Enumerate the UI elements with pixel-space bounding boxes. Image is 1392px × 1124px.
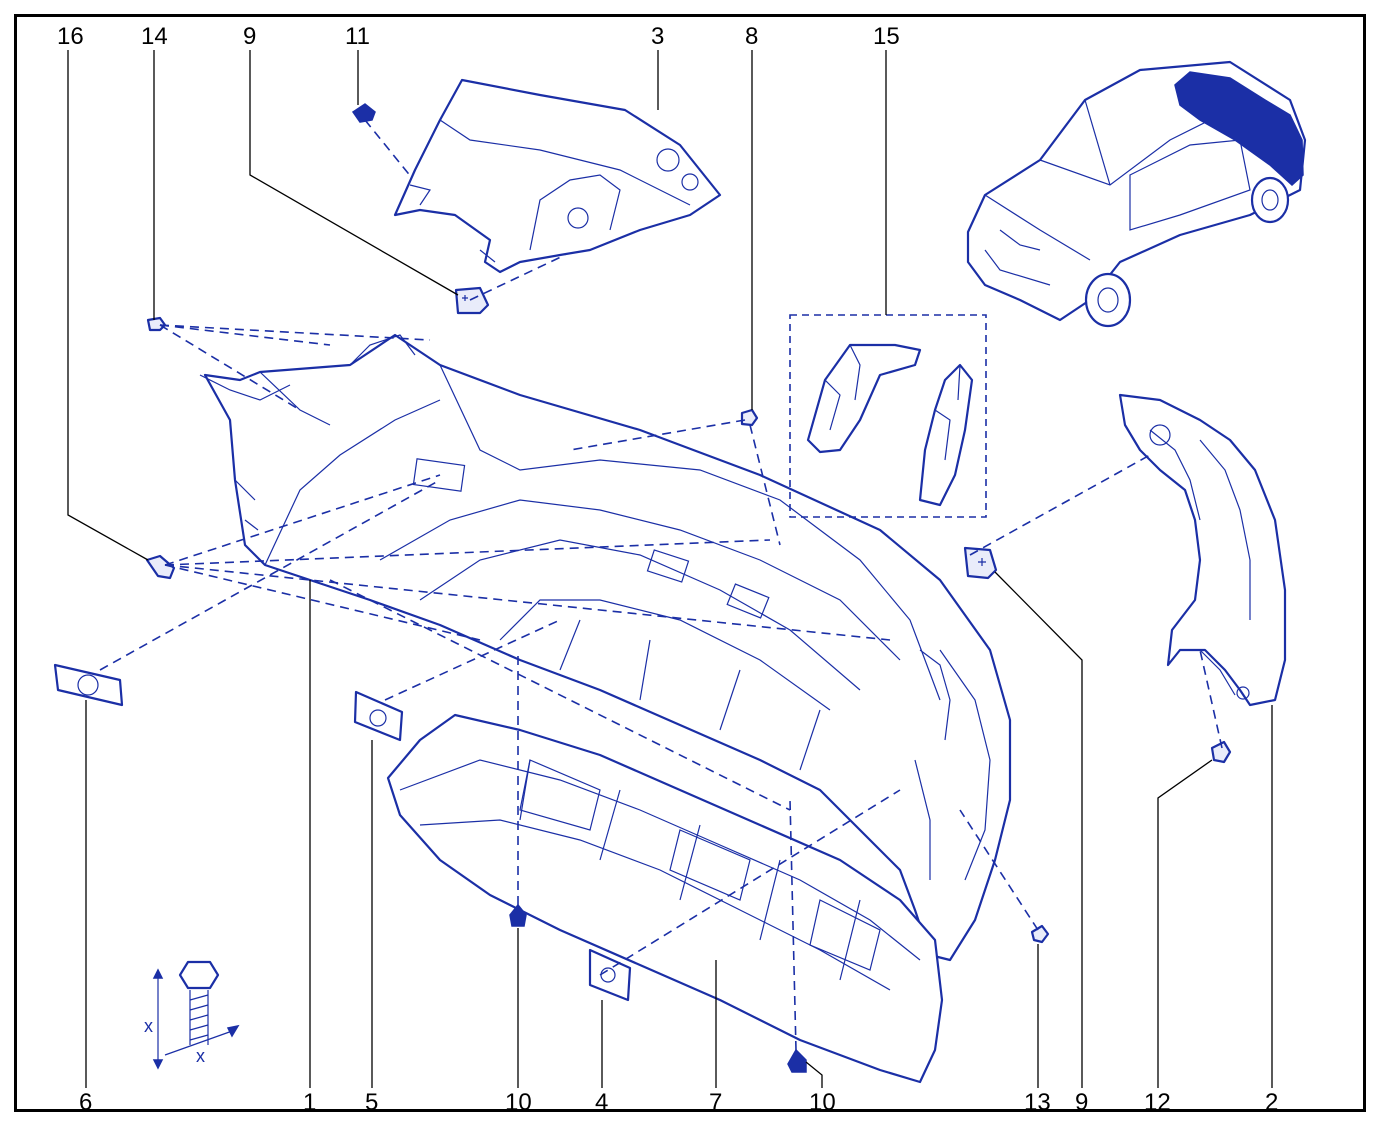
tightening-angle-mark: x <box>196 1046 205 1066</box>
callout-5: 5 <box>365 1089 378 1116</box>
callout-16: 16 <box>57 23 84 50</box>
assembly-lines <box>99 119 1223 1051</box>
fasteners <box>53 103 1232 1073</box>
leader-lines <box>67 50 1273 1088</box>
part-8-nut <box>740 408 759 427</box>
part-16-screw <box>145 554 176 580</box>
callout-8: 8 <box>745 23 758 50</box>
callout-10-right: 10 <box>809 1089 836 1116</box>
part-1-rear-bumper-cover <box>199 333 1012 962</box>
diagram-frame <box>14 14 1366 1112</box>
part-9-nut-top <box>454 286 490 315</box>
part-10-clip-right <box>787 1048 807 1073</box>
vehicle-locator-illustration <box>966 60 1307 328</box>
callout-2: 2 <box>1265 1089 1278 1116</box>
callout-14: 14 <box>141 23 168 50</box>
part-15-mounting-brackets <box>789 314 987 518</box>
part-14-screw <box>146 316 167 332</box>
thread-length-mark: x <box>144 1016 153 1036</box>
callout-9-bottom: 9 <box>1075 1089 1088 1116</box>
highlighted-rear-bumper-area <box>1174 71 1304 187</box>
callout-4: 4 <box>595 1089 608 1116</box>
callout-3: 3 <box>651 23 664 50</box>
part-5-clip-plate <box>353 690 404 742</box>
tightening-detail: x x <box>144 960 240 1070</box>
part-2-bumper-side-bracket-right <box>1118 393 1287 707</box>
part-13-screw <box>1030 924 1050 944</box>
part-3-bumper-side-bracket <box>393 78 722 274</box>
callout-11: 11 <box>345 23 370 50</box>
part-11-clip <box>351 103 376 123</box>
callout-10-left: 10 <box>505 1089 532 1116</box>
part-10-clip-left <box>509 903 527 927</box>
callout-6: 6 <box>79 1089 92 1116</box>
part-4-clip-plate <box>588 948 632 1002</box>
callout-13: 13 <box>1024 1089 1051 1116</box>
callout-9-top: 9 <box>243 23 256 50</box>
callout-12: 12 <box>1144 1089 1171 1116</box>
part-7-lower-diffuser <box>386 713 944 1084</box>
callout-labels: 16 14 9 11 3 8 15 6 1 5 10 4 7 10 13 9 1… <box>57 23 1278 1116</box>
part-12-nut <box>1210 740 1232 764</box>
part-6-clip-plate <box>53 663 124 707</box>
callout-7: 7 <box>709 1089 722 1116</box>
part-9-nut-bottom <box>963 546 998 580</box>
callout-1: 1 <box>303 1089 316 1116</box>
callout-15: 15 <box>873 23 900 50</box>
